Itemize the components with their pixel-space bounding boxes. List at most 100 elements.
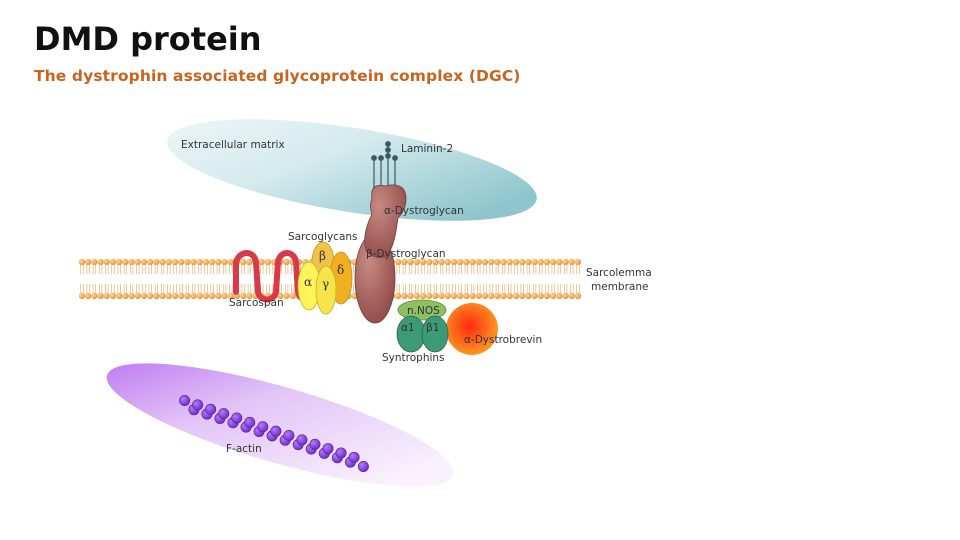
lipid-head (543, 258, 551, 266)
lipid-head (426, 292, 433, 300)
lipid-head (512, 292, 520, 300)
lipid-head (78, 292, 86, 300)
lipid-head (97, 258, 104, 266)
lipid-head (209, 292, 216, 300)
lipid-head (550, 292, 557, 300)
lipid-head (419, 258, 427, 266)
lipid-head (432, 292, 439, 300)
lipid-head (413, 292, 420, 300)
lipid-head (97, 292, 104, 300)
lipid-head (457, 258, 464, 266)
lipid-head (531, 292, 538, 300)
extracellular-matrix-label: Extracellular matrix (181, 139, 285, 151)
lipid-head (556, 258, 563, 266)
lipid-head (215, 258, 222, 266)
lipid-head (568, 258, 575, 266)
actin-monomer (283, 429, 295, 441)
lipid-head (227, 258, 234, 266)
lipid-head (432, 258, 439, 266)
lipid-head (165, 292, 172, 300)
lipid-head (78, 258, 86, 266)
actin-monomer (357, 460, 369, 472)
lipid-head (500, 292, 507, 300)
lipid-head (171, 292, 179, 300)
actin-monomer (244, 416, 256, 428)
lipid-head (537, 292, 544, 300)
lipid-head (506, 258, 513, 266)
lipid-head (450, 258, 458, 266)
lipid-head (122, 258, 129, 266)
sarcolemma-label-line2: membrane (591, 281, 648, 293)
beta-sarcoglycan-label: β (319, 249, 326, 263)
lipid-head (463, 258, 470, 266)
slide-subtitle: The dystrophin associated glycoprotein c… (34, 67, 521, 85)
lipid-head (202, 258, 210, 266)
lipid-head (178, 292, 185, 300)
lipid-head (159, 258, 166, 266)
actin-monomer (231, 412, 243, 424)
lipid-head (264, 258, 272, 266)
lipid-head (475, 258, 482, 266)
lipid-head (91, 292, 98, 300)
actin-monomer (296, 434, 308, 446)
lipid-head (568, 292, 575, 300)
lipid-head (178, 258, 185, 266)
lipid-head (469, 292, 476, 300)
lipid-head (171, 258, 179, 266)
lipid-head (481, 258, 489, 266)
lipid-head (165, 258, 172, 266)
lipid-head (85, 292, 92, 300)
beta1-syntrophin-label: β1 (426, 322, 439, 334)
lipid-head (289, 292, 296, 300)
lipid-head (221, 258, 228, 266)
sarcospan-label: Sarcospan (229, 297, 284, 309)
lipid-head (488, 258, 495, 266)
lipid-head (190, 258, 197, 266)
lipid-head (407, 258, 414, 266)
lipid-head (202, 292, 210, 300)
lipid-head (140, 258, 148, 266)
lipid-head (246, 292, 253, 300)
lipid-head (401, 258, 408, 266)
lipid-head (240, 258, 247, 266)
actin-monomer (218, 408, 230, 420)
lipid-head (91, 258, 98, 266)
lipid-head (85, 258, 92, 266)
lipid-head (258, 258, 265, 266)
lipid-head (444, 292, 451, 300)
slide-title: DMD protein (34, 20, 262, 58)
extracellular-matrix-region (167, 119, 537, 221)
lipid-head (550, 258, 557, 266)
lipid-head (494, 258, 501, 266)
lipid-head (240, 292, 247, 300)
cytoskeleton-region (106, 363, 454, 487)
lipid-head (134, 258, 141, 266)
alpha-dystrobrevin-label: α-Dystrobrevin (464, 334, 542, 346)
gamma-sarcoglycan (315, 265, 337, 315)
lipid-head (419, 292, 427, 300)
alpha1-syntrophin-label: α1 (401, 322, 415, 334)
lipid-head (506, 292, 513, 300)
actin-monomer (335, 447, 347, 459)
lipid-head (444, 258, 451, 266)
lipid-head (407, 292, 414, 300)
lipid-head (537, 258, 544, 266)
lipid-head (519, 292, 526, 300)
sarcolemma-label-line1: Sarcolemma (586, 267, 652, 279)
lipid-head (184, 258, 191, 266)
lipid-head (153, 258, 160, 266)
f-actin-label: F-actin (226, 443, 262, 455)
lipid-head (488, 292, 495, 300)
beta-dystroglycan-label: β-Dystroglycan (366, 248, 446, 260)
alpha-dystroglycan (364, 184, 407, 258)
beta1-syntrophin (421, 315, 449, 353)
lipid-head (475, 292, 482, 300)
lipid-head (215, 292, 222, 300)
sarcoglycans-label: Sarcoglycans (288, 231, 358, 243)
actin-monomer (348, 451, 360, 463)
actin-monomer (322, 443, 334, 455)
alpha-dystrobrevin (446, 303, 498, 355)
gamma-sarcoglycan-label: γ (322, 277, 329, 291)
lipid-head (128, 292, 135, 300)
lipid-head (494, 292, 501, 300)
